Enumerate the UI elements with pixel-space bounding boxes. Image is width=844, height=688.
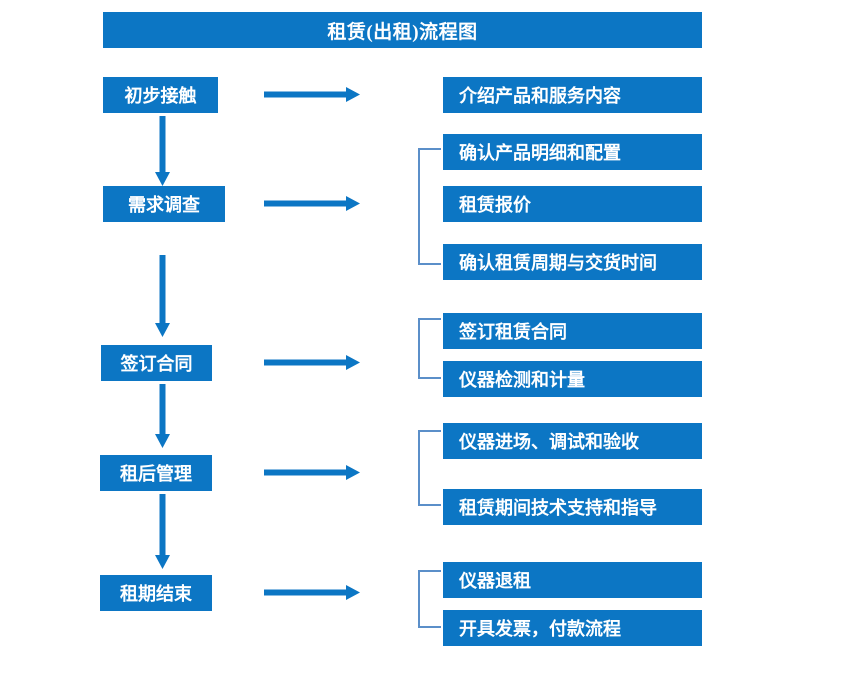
detail-box-rental-quotation[interactable]: 租赁报价 <box>443 186 702 222</box>
stage-box-sign-contract[interactable]: 签订合同 <box>101 345 212 381</box>
arrow-requirement-survey-to-sign-contract <box>154 255 172 337</box>
arrow-rental-end-to-details <box>264 584 360 602</box>
detail-box-instrument-return[interactable]: 仪器退租 <box>443 562 702 598</box>
arrow-initial-contact-to-requirement-survey <box>154 116 172 186</box>
arrow-post-rental-management-to-rental-end <box>154 494 172 569</box>
arrow-post-rental-management-to-details <box>264 464 360 482</box>
group-bracket-post-rental <box>418 430 441 506</box>
arrow-sign-contract-to-post-rental-management <box>154 384 172 448</box>
detail-box-introduce-products[interactable]: 介绍产品和服务内容 <box>443 77 702 113</box>
detail-box-confirm-rental-period[interactable]: 确认租赁周期与交货时间 <box>443 244 702 280</box>
detail-box-sign-rental-contract[interactable]: 签订租赁合同 <box>443 313 702 349</box>
detail-box-instrument-inspection[interactable]: 仪器检测和计量 <box>443 361 702 397</box>
detail-box-instrument-entry-commissioning[interactable]: 仪器进场、调试和验收 <box>443 423 702 459</box>
detail-box-technical-support[interactable]: 租赁期间技术支持和指导 <box>443 489 702 525</box>
group-bracket-contract <box>418 318 441 379</box>
stage-box-post-rental-management[interactable]: 租后管理 <box>100 455 212 491</box>
arrow-requirement-survey-to-details <box>264 195 360 213</box>
arrow-sign-contract-to-details <box>264 354 360 372</box>
detail-box-invoice-payment[interactable]: 开具发票，付款流程 <box>443 610 702 646</box>
arrow-initial-contact-to-details <box>264 86 360 104</box>
group-bracket-requirement <box>418 148 441 265</box>
stage-box-rental-end[interactable]: 租期结束 <box>100 575 212 611</box>
detail-box-confirm-product-details[interactable]: 确认产品明细和配置 <box>443 134 702 170</box>
stage-box-requirement-survey[interactable]: 需求调查 <box>103 186 225 222</box>
stage-box-initial-contact[interactable]: 初步接触 <box>103 77 218 113</box>
group-bracket-end <box>418 570 441 628</box>
diagram-title: 租赁(出租)流程图 <box>103 12 702 48</box>
